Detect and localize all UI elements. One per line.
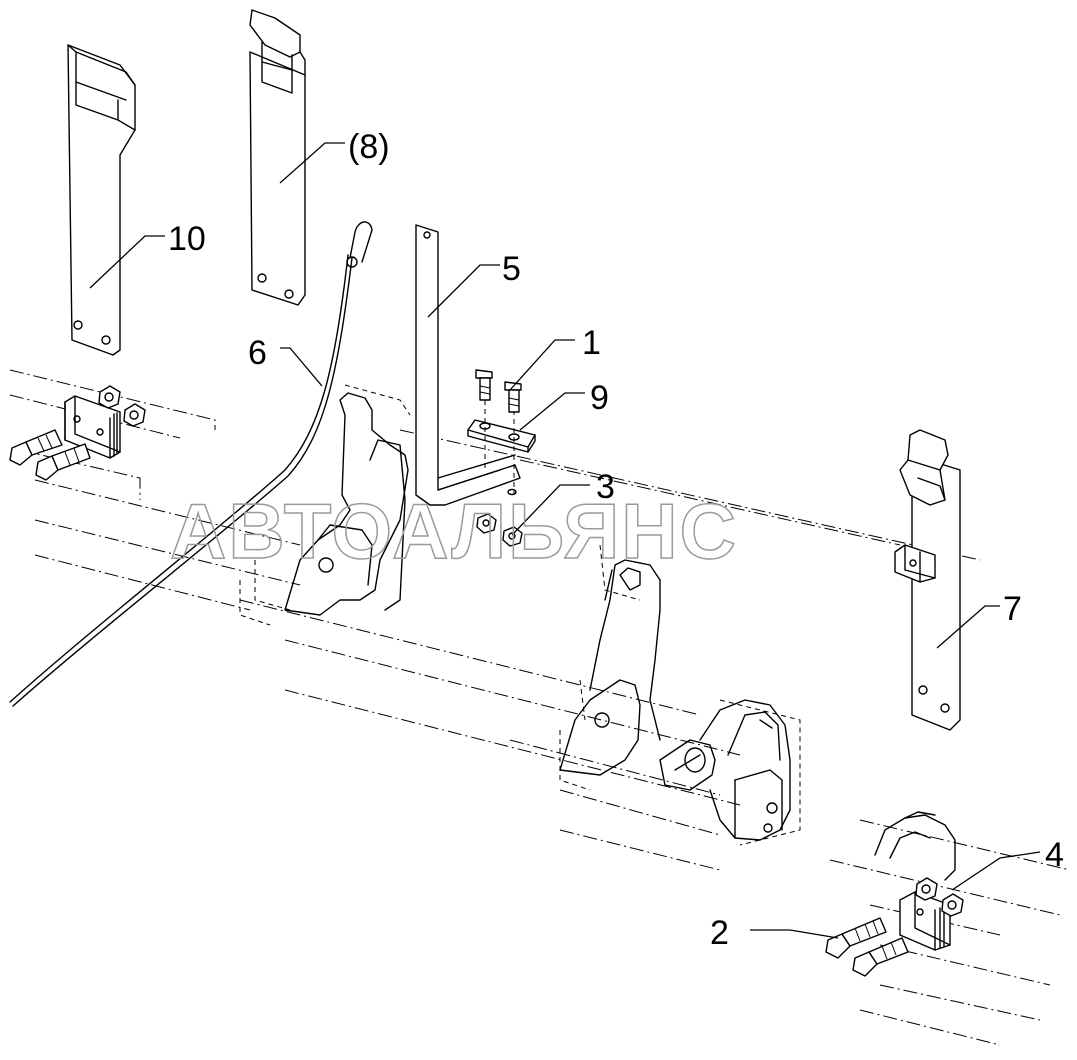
- right-clamp-assembly: [825, 811, 964, 977]
- callout-8: (8): [348, 128, 390, 166]
- part-6-cable: [9, 221, 373, 707]
- callout-5: 5: [502, 250, 521, 288]
- callout-3: 3: [596, 468, 615, 506]
- callout-labels: 10 (8) 5 1 9 3 6 7 4 2: [168, 128, 1064, 952]
- part-1-bolts: [475, 369, 522, 413]
- part-3-nuts: [476, 488, 523, 547]
- carrier-bracket: [284, 392, 791, 841]
- callout-1: 1: [582, 324, 601, 362]
- callout-4: 4: [1045, 836, 1064, 874]
- part-7-bracket: [894, 429, 961, 731]
- watermark-text: АВТОАЛЬЯНС: [170, 487, 738, 575]
- callout-7: 7: [1003, 590, 1022, 628]
- part-10-bracket: [67, 44, 136, 356]
- callout-6: 6: [248, 334, 267, 372]
- leader-lines: [89, 142, 1041, 939]
- part-8-bracket: [249, 9, 306, 306]
- callout-2: 2: [710, 914, 729, 952]
- callout-10: 10: [168, 220, 206, 258]
- part-9-plate: [467, 400, 536, 495]
- part-5-l-strip: [415, 224, 521, 506]
- left-clamp-assembly: [9, 385, 146, 481]
- callout-9: 9: [590, 379, 609, 417]
